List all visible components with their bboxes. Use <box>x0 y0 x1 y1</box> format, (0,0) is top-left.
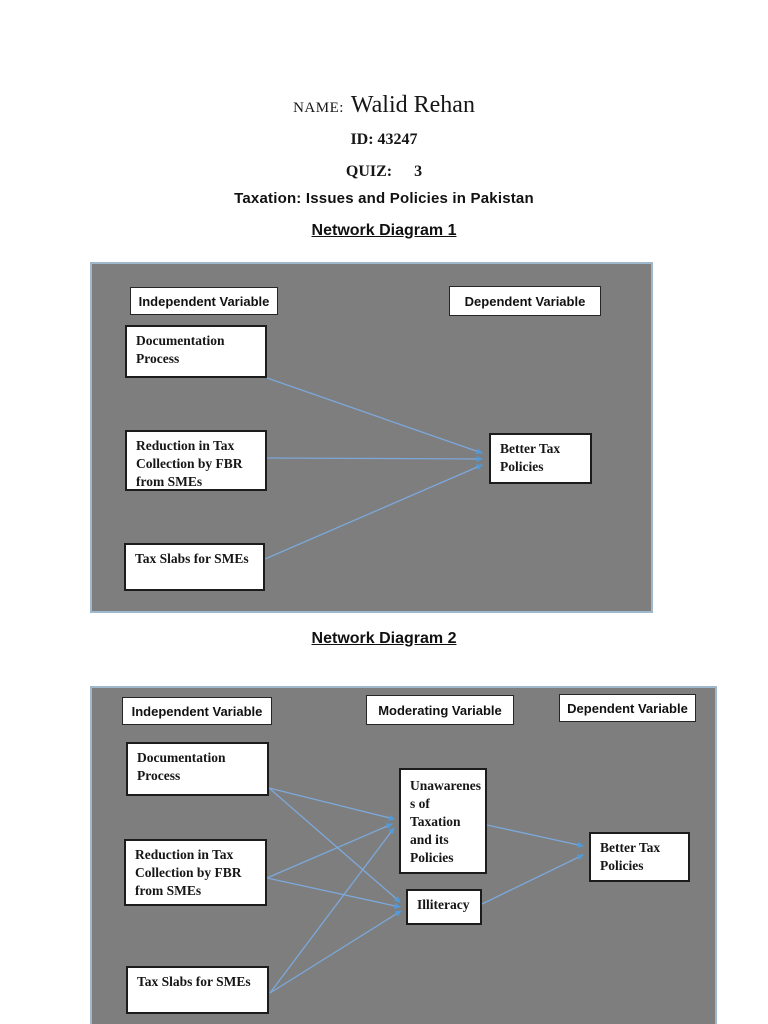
diagram1-node-documentation-process: Documentation Process <box>125 325 267 378</box>
edge-tax-slabs-unawareness <box>269 827 395 994</box>
edge-reduction-illiteracy <box>266 877 401 909</box>
diagram1-header-independent-variable: Independent Variable <box>130 287 278 315</box>
edge-documentation-better-tax <box>266 377 483 455</box>
network-diagram-1-panel: Independent Variable Dependent Variable … <box>90 262 653 613</box>
diagram2-header-moderating-variable: Moderating Variable <box>366 695 514 725</box>
quiz-value: 3 <box>414 163 423 180</box>
edge-tax-slabs-better-tax <box>264 464 483 560</box>
diagram2-node-reduction-in-tax-collection: Reduction in Tax Collection by FBR from … <box>124 839 267 906</box>
diagram2-node-unawareness: Unawareness of Taxation and its Policies <box>399 768 487 874</box>
diagram1-node-better-tax-policies: Better Tax Policies <box>489 433 592 484</box>
diagram-1-heading: Network Diagram 1 <box>311 222 457 239</box>
quiz-label: QUIZ: <box>345 163 393 180</box>
diagram2-header-independent-variable: Independent Variable <box>122 697 272 725</box>
name-value: Walid Rehan <box>350 92 475 118</box>
edge-documentation-unawareness <box>268 787 395 821</box>
quiz-line: QUIZ: 3 <box>0 163 768 181</box>
diagram2-node-documentation-process: Documentation Process <box>126 742 269 796</box>
edge-unawareness-better-tax <box>486 824 584 848</box>
diagram2-node-tax-slabs: Tax Slabs for SMEs <box>126 966 269 1014</box>
network-diagram-2-panel: Independent Variable Moderating Variable… <box>90 686 717 1024</box>
diagram-2-heading: Network Diagram 2 <box>311 630 457 647</box>
course-title: Taxation: Issues and Policies in Pakista… <box>234 190 534 207</box>
diagram1-node-reduction-in-tax-collection: Reduction in Tax Collection by FBR from … <box>125 430 267 491</box>
name-label: NAME: <box>293 100 344 116</box>
diagram1-node-tax-slabs: Tax Slabs for SMEs <box>124 543 265 591</box>
name-line: NAME: Walid Rehan <box>0 92 768 119</box>
edge-reduction-unawareness <box>266 823 393 879</box>
edge-documentation-illiteracy <box>268 787 401 903</box>
diagram2-node-better-tax-policies: Better Tax Policies <box>589 832 690 882</box>
diagram2-header-dependent-variable: Dependent Variable <box>559 694 696 722</box>
diagram2-node-illiteracy: Illiteracy <box>406 889 482 925</box>
edge-tax-slabs-illiteracy <box>269 910 402 994</box>
id-line: ID: 43247 <box>350 131 418 148</box>
edge-reduction-better-tax <box>266 455 483 462</box>
edge-illiteracy-better-tax <box>481 854 584 905</box>
diagram1-header-dependent-variable: Dependent Variable <box>449 286 601 316</box>
